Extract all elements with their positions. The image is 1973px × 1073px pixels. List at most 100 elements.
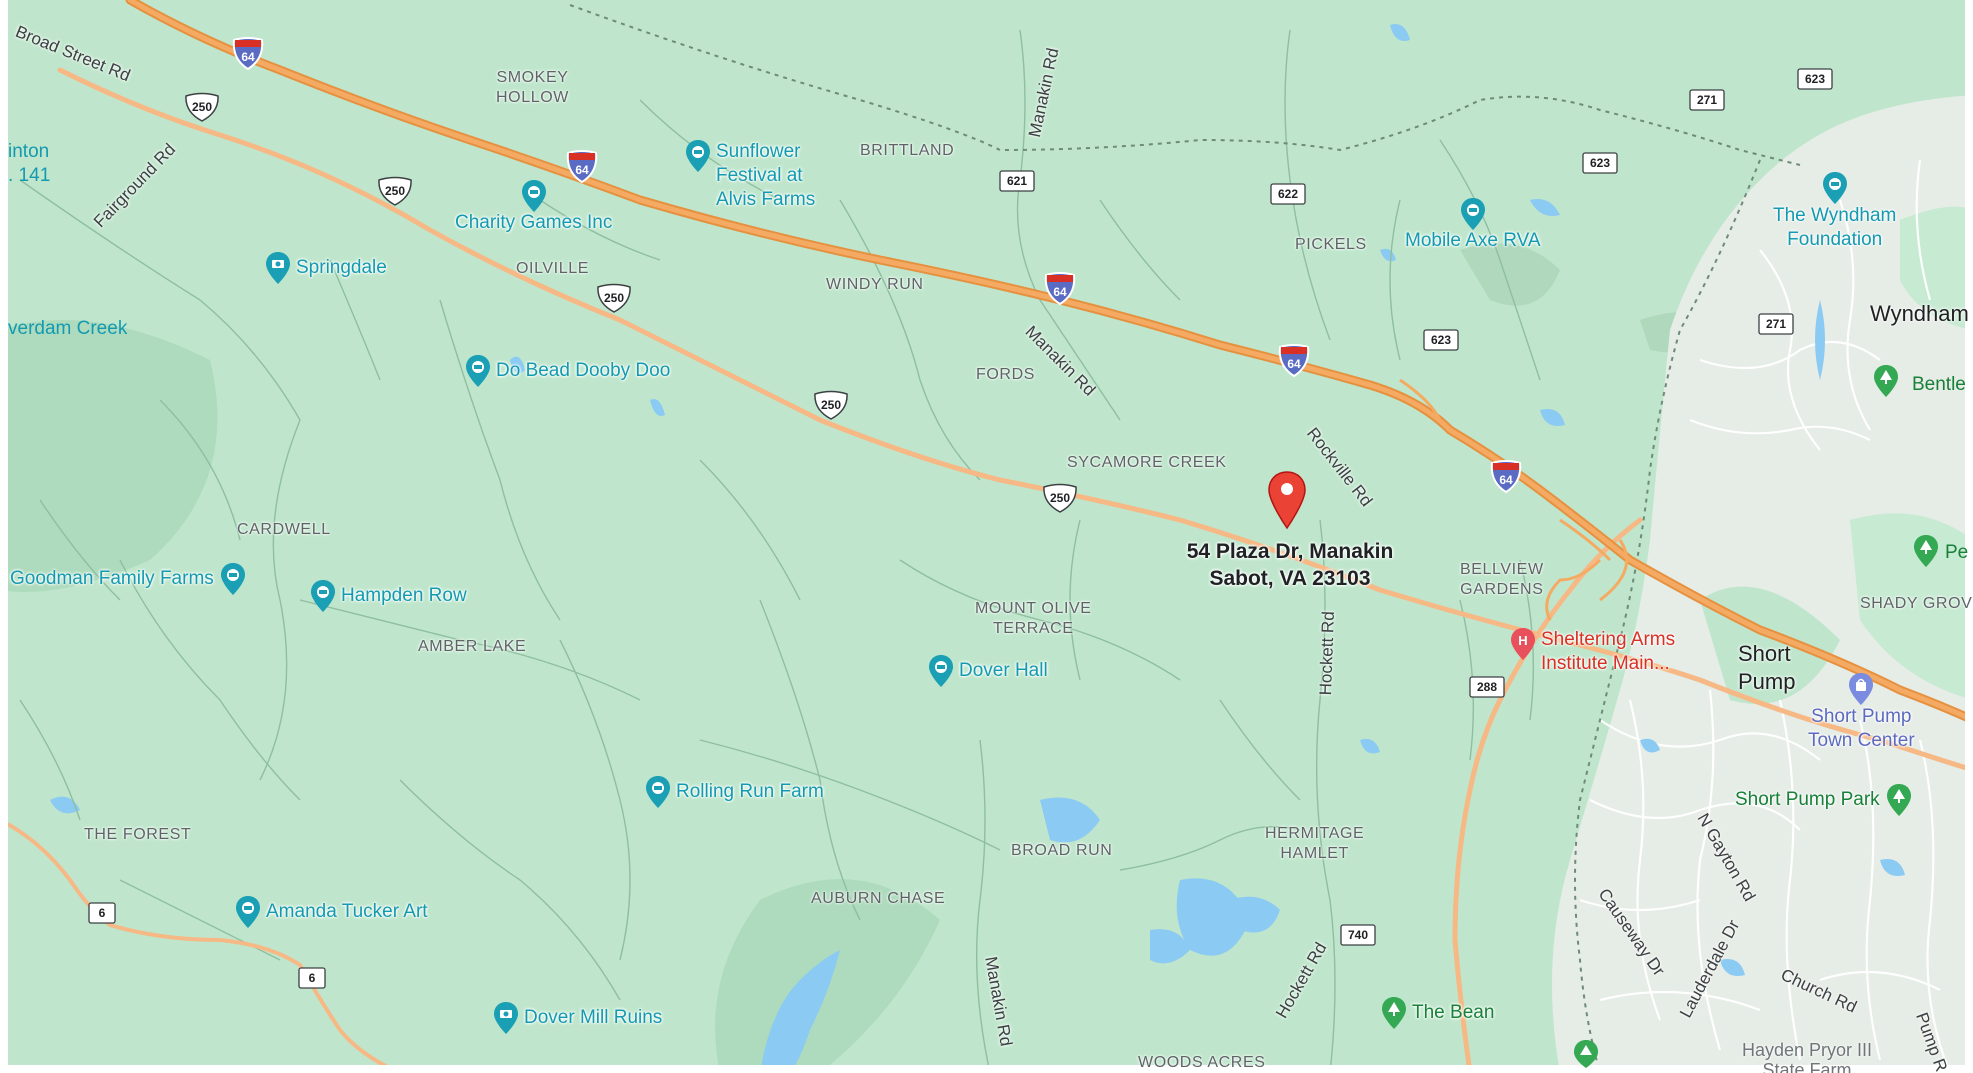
route-622-shield: 622 — [1270, 183, 1306, 210]
ticket-icon — [236, 896, 260, 928]
poi-dover-mill-ruins[interactable]: Dover Mill Ruins — [493, 1002, 662, 1034]
area-label-woods-acres: WOODS ACRES — [1138, 1054, 1266, 1071]
tree-icon[interactable] — [1573, 1040, 1599, 1073]
area-label-pickels: PICKELS — [1295, 236, 1367, 253]
svg-text:6: 6 — [99, 906, 106, 920]
svg-text:271: 271 — [1697, 93, 1717, 107]
area-label-broad-run: BROAD RUN — [1011, 842, 1113, 859]
poi-label: The Bean — [1412, 1002, 1495, 1023]
poi-hampden-row[interactable]: Hampden Row — [310, 580, 467, 612]
camera-icon — [266, 252, 290, 284]
us-250-shield-4: 250 — [813, 390, 849, 425]
tree-icon[interactable] — [1913, 535, 1939, 572]
poi-charity-games[interactable]: Charity Games Inc — [455, 180, 612, 234]
us-250-shield-2: 250 — [377, 176, 413, 211]
route-623-shield-1: 623 — [1797, 68, 1833, 95]
poi-hayden-pryor-state-farm[interactable]: Hayden Pryor III State Farm — [1742, 1040, 1873, 1073]
edge-label-inton: inton — [8, 141, 50, 162]
pinned-address-label: 54 Plaza Dr, Manakin Sabot, VA 23103 — [1160, 538, 1420, 592]
svg-text:64: 64 — [575, 163, 589, 177]
route-271-shield-2: 271 — [1758, 313, 1794, 340]
poi-wyndham-foundation[interactable]: The Wyndham Foundation — [1773, 172, 1896, 252]
route-288-shield: 288 — [1469, 676, 1505, 703]
poi-the-bean[interactable]: The Bean — [1381, 997, 1494, 1029]
ticket-icon — [220, 563, 245, 595]
interstate-64-shield-1: 64 — [231, 37, 265, 76]
poi-label: Charity Games Inc — [455, 212, 613, 233]
svg-text:250: 250 — [1050, 491, 1070, 505]
poi-label: Dover Mill Ruins — [524, 1007, 663, 1028]
ticket-icon — [929, 655, 953, 687]
poi-label: Rolling Run Farm — [676, 781, 824, 802]
route-623-shield-2: 623 — [1582, 152, 1618, 179]
poi-label: Mobile Axe RVA — [1405, 230, 1541, 251]
svg-text:64: 64 — [241, 50, 255, 64]
ticket-icon — [1460, 198, 1485, 230]
ticket-icon — [646, 776, 670, 808]
poi-label: Sheltering Arms Institute Main... — [1541, 629, 1676, 674]
edge-label-141: . 141 — [8, 165, 51, 186]
poi-short-pump-park[interactable]: Short Pump Park — [1735, 784, 1912, 816]
route-740-shield: 740 — [1340, 924, 1376, 951]
address-line-1: 54 Plaza Dr, Manakin — [1186, 540, 1394, 563]
poi-sheltering-arms[interactable]: H Sheltering Arms Institute Main... — [1510, 628, 1675, 676]
poi-label: Sunflower Festival at Alvis Farms — [716, 141, 816, 210]
road-label-hockett-rd-north: Hockett Rd — [1316, 610, 1338, 696]
poi-label: Goodman Family Farms — [10, 568, 214, 589]
ticket-icon — [521, 180, 546, 212]
us-250-shield-5: 250 — [1042, 483, 1078, 518]
poi-amanda-tucker-art[interactable]: Amanda Tucker Art — [235, 896, 428, 928]
poi-goodman-family-farms[interactable]: Goodman Family Farms — [10, 563, 246, 595]
area-label-fords: FORDS — [976, 366, 1035, 383]
tree-icon[interactable] — [1873, 365, 1899, 402]
interstate-64-shield-3: 64 — [1043, 272, 1077, 311]
area-label-amber-lake: AMBER LAKE — [418, 638, 527, 655]
edge-label-wyndham: Wyndham — [1870, 301, 1969, 326]
poi-label: Short Pump Park — [1735, 789, 1880, 810]
poi-label: Amanda Tucker Art — [266, 901, 428, 922]
poi-label: Short Pump Town Center — [1808, 706, 1915, 751]
red-map-pin-icon[interactable] — [1267, 470, 1307, 530]
ticket-icon — [686, 140, 710, 172]
poi-mobile-axe-rva[interactable]: Mobile Axe RVA — [1405, 198, 1541, 252]
area-label-cardwell: CARDWELL — [237, 521, 331, 538]
interstate-64-shield-4: 64 — [1277, 344, 1311, 383]
svg-text:288: 288 — [1477, 680, 1497, 694]
interstate-64-shield-5: 64 — [1489, 460, 1523, 499]
poi-rolling-run-farm[interactable]: Rolling Run Farm — [645, 776, 824, 808]
poi-do-bead-dooby-doo[interactable]: Do Bead Dooby Doo — [465, 355, 670, 387]
area-label-bellview-gardens: BELLVIEW GARDENS — [1460, 561, 1544, 598]
ticket-icon — [1822, 172, 1847, 204]
svg-text:250: 250 — [192, 100, 212, 114]
area-label-brittland: BRITTLAND — [860, 142, 955, 159]
svg-text:271: 271 — [1766, 317, 1786, 331]
area-label-smokey-hollow: SMOKEY HOLLOW — [496, 69, 569, 106]
edge-label-pe: Pe — [1945, 542, 1969, 563]
poi-springdale[interactable]: Springdale — [265, 252, 387, 284]
tree-icon — [1382, 997, 1406, 1029]
svg-text:250: 250 — [604, 291, 624, 305]
tree-icon — [1886, 784, 1911, 816]
area-label-the-forest: THE FOREST — [84, 826, 192, 843]
svg-text:623: 623 — [1805, 72, 1825, 86]
svg-text:64: 64 — [1499, 473, 1513, 487]
camera-icon — [494, 1002, 518, 1034]
poi-dover-hall[interactable]: Dover Hall — [928, 655, 1048, 687]
ticket-icon — [311, 580, 335, 612]
svg-text:740: 740 — [1348, 928, 1368, 942]
poi-sunflower-festival[interactable]: Sunflower Festival at Alvis Farms — [685, 140, 815, 212]
route-6-shield-1: 6 — [88, 902, 116, 929]
poi-short-pump-town-center[interactable]: Short Pump Town Center — [1808, 673, 1915, 753]
address-line-2: Sabot, VA 23103 — [1209, 567, 1371, 590]
poi-label: The Wyndham Foundation — [1773, 205, 1897, 250]
poi-label: Dover Hall — [959, 660, 1048, 681]
town-label-short-pump: Short Pump — [1738, 641, 1796, 694]
interstate-64-shield-2: 64 — [565, 150, 599, 189]
area-label-mount-olive-terrace: MOUNT OLIVE TERRACE — [975, 600, 1092, 637]
svg-text:623: 623 — [1590, 156, 1610, 170]
svg-text:64: 64 — [1287, 357, 1301, 371]
svg-text:64: 64 — [1053, 285, 1067, 299]
shopping-bag-icon — [1849, 673, 1874, 705]
